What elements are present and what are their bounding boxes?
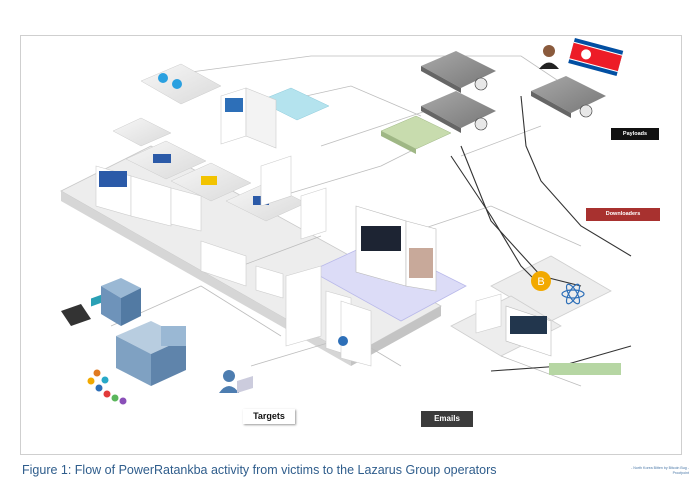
north-korea-flag-icon: [568, 37, 624, 76]
payloads-label: Payloads: [611, 128, 659, 140]
exchange-building-icon: [116, 321, 186, 386]
flow-diagram: B: [60, 37, 632, 405]
bitcoin-coin-icon: B: [531, 271, 551, 291]
credit-line-1: - North Korea Bitten by Bitcoin Bug -: [631, 466, 689, 470]
download-box: [258, 87, 330, 121]
targets-label: Targets: [243, 409, 295, 424]
browser-windows: [95, 87, 437, 367]
wallet-window: [475, 293, 552, 357]
diagram-frame: B: [20, 35, 689, 475]
legend-green-box: [549, 363, 621, 375]
downloaders-label: Downloaders: [586, 208, 660, 221]
figure-caption: Figure 1: Flow of PowerRatankba activity…: [22, 463, 497, 477]
svg-text:B: B: [537, 276, 544, 288]
bank-building-icon: [101, 278, 141, 326]
downloader-box: [380, 115, 452, 154]
credit-line-2: Proofpoint: [672, 471, 689, 475]
atom-icon: [561, 283, 585, 305]
emails-label: Emails: [421, 411, 473, 427]
credit-text: - North Korea Bitten by Bitcoin Bug - Pr…: [591, 466, 689, 476]
payload-server-3: [531, 76, 606, 118]
crypto-coins-icon: [87, 369, 127, 405]
payload-server-1: [421, 51, 496, 93]
payload-server-2: [421, 91, 496, 133]
operator-icon: [539, 45, 559, 69]
individual-user-icon: [219, 370, 253, 393]
